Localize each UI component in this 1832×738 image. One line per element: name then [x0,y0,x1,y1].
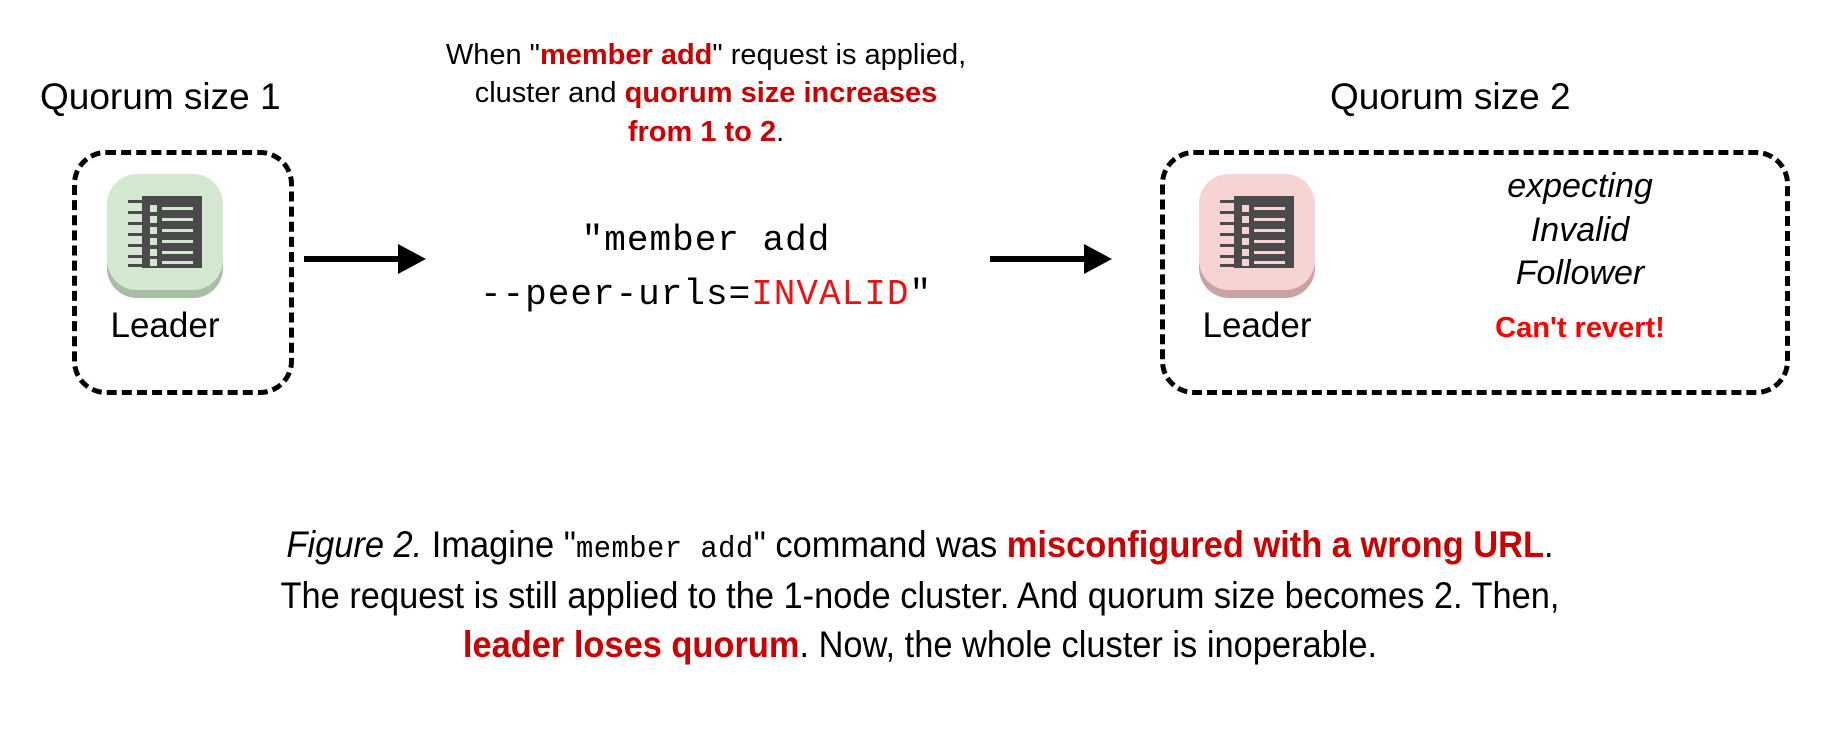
right-cluster-caption: Quorum size 2 [1330,76,1571,117]
caption-mono-member-add: member add [575,532,754,567]
figure-caption: Figure 2. Imagine "member add" command w… [130,520,1711,670]
caption-seg4: The request is still applied to the 1-no… [280,574,1560,616]
glyph-row [150,238,193,245]
caption-seg1: Imagine " [422,524,576,565]
left-cluster-caption: Quorum size 1 [40,76,281,117]
note-from-1-to-2: from 1 to 2 [627,115,777,148]
server-rack-glyph [128,196,202,268]
cant-revert-warning: Can't revert! [1495,311,1665,344]
note-line1-suffix: " request is applied, [712,39,967,71]
server-rack-glyph [1220,196,1294,268]
glyph-row [1242,227,1285,234]
caption-misconfigured: misconfigured with a wrong URL [1006,524,1545,565]
glyph-tick [1220,244,1238,247]
glyph-tick [1220,233,1238,236]
status-line-follower: Follower [1515,254,1645,293]
server-node-icon [104,170,226,300]
left-node-label: Leader [110,306,220,345]
command-line1: "member add [581,220,831,261]
caption-seg2: " command was [753,524,1007,565]
arrow-head-icon [398,244,426,274]
glyph-row [1242,238,1285,245]
caption-seg3: . [1544,524,1554,565]
status-line-expecting: expecting [1507,167,1653,205]
glyph-tick [1220,211,1238,214]
server-node-icon [1196,170,1318,300]
right-cluster-status: expecting Invalid Follower Can't revert! [1430,165,1730,345]
glyph-tick [128,222,146,225]
glyph-row [1242,259,1285,266]
glyph-tick [1220,222,1238,225]
right-cluster-node: Leader [1196,170,1318,343]
figure-label: Figure 2. [286,524,423,565]
arrow-left-to-command [304,244,426,274]
glyph-row [1242,249,1285,256]
command-line2-suffix: " [909,274,933,315]
glyph-row [150,227,193,234]
glyph-tick [128,255,146,258]
command-text: "member add --peer-urls=INVALID" [446,214,966,322]
glyph-tick [128,233,146,236]
note-line1-prefix: When " [445,39,540,71]
arrow-shaft [304,256,400,262]
command-line2-prefix: --peer-urls= [479,274,752,315]
glyph-tick [128,211,146,214]
glyph-row [150,205,193,212]
arrow-shaft [990,256,1086,262]
glyph-row [1242,216,1285,223]
glyph-row [150,259,193,266]
command-invalid-value: INVALID [751,274,910,315]
glyph-tick [128,264,146,267]
caption-seg5: . Now, the whole cluster is inoperable. [799,624,1378,666]
glyph-row [150,249,193,256]
glyph-row [150,216,193,223]
glyph-tick [1220,200,1238,203]
note-line3-period: . [776,115,785,148]
note-quorum-increase: quorum size increases [624,77,938,110]
top-annotation: When "member add" request is applied, cl… [396,36,1016,151]
glyph-tick [128,200,146,203]
status-line-invalid: Invalid [1530,210,1630,249]
glyph-tick [128,244,146,247]
note-member-add: member add [539,39,713,71]
arrow-head-icon [1084,244,1112,274]
left-cluster-node: Leader [104,170,226,343]
glyph-tick [1220,255,1238,258]
glyph-row [1242,205,1285,212]
glyph-tick [1220,264,1238,267]
right-node-label: Leader [1202,306,1312,345]
note-line2-prefix: cluster and [474,77,625,110]
arrow-command-to-right [990,244,1112,274]
caption-leader-loses-quorum: leader loses quorum [462,624,800,666]
